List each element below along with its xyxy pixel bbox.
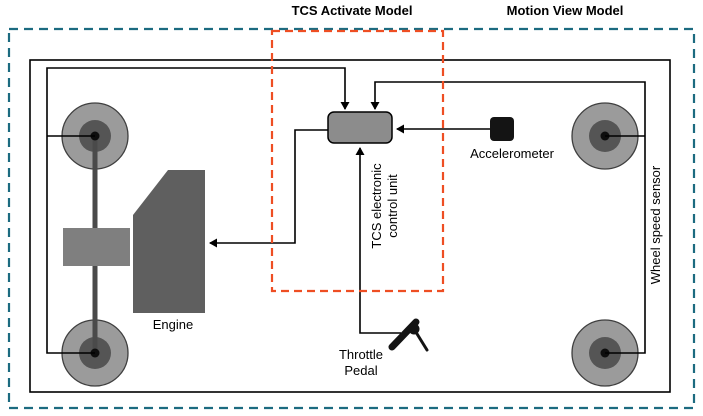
ecu-label-line1: TCS electronic — [369, 163, 384, 249]
ecu-to-engine-wire — [209, 129, 328, 248]
throttle-pedal-wire — [355, 147, 401, 334]
engine-label: Engine — [152, 317, 194, 332]
engine-block — [133, 170, 205, 313]
throttle-pedal-icon — [388, 318, 429, 352]
gearbox-block — [63, 228, 130, 266]
tcs-activate-model-title: TCS Activate Model — [291, 3, 413, 18]
throttle-pedal-label-line1: Throttle — [338, 347, 384, 362]
right-wheel-sensor-wire — [375, 81, 646, 354]
wiring — [46, 67, 646, 354]
ecu-block — [327, 111, 393, 144]
vehicle-body-outline — [29, 59, 671, 393]
tcs-activate-model-boundary — [270, 29, 445, 293]
left-wheel-sensor-wire — [46, 67, 345, 354]
throttle-pedal-label-line2: Pedal — [344, 363, 378, 378]
motion-view-model-title: Motion View Model — [506, 3, 624, 18]
motion-view-model-boundary — [7, 27, 696, 410]
ecu-label-line2: control unit — [385, 174, 400, 238]
throttle-pedal-label: Throttle Pedal — [311, 347, 411, 379]
accelerometer-label: Accelerometer — [470, 146, 554, 161]
wheel-speed-sensor-label: Wheel speed sensor — [648, 165, 663, 285]
ecu-label: TCS electronic control unit — [369, 141, 403, 271]
accelerometer-block — [490, 117, 514, 141]
